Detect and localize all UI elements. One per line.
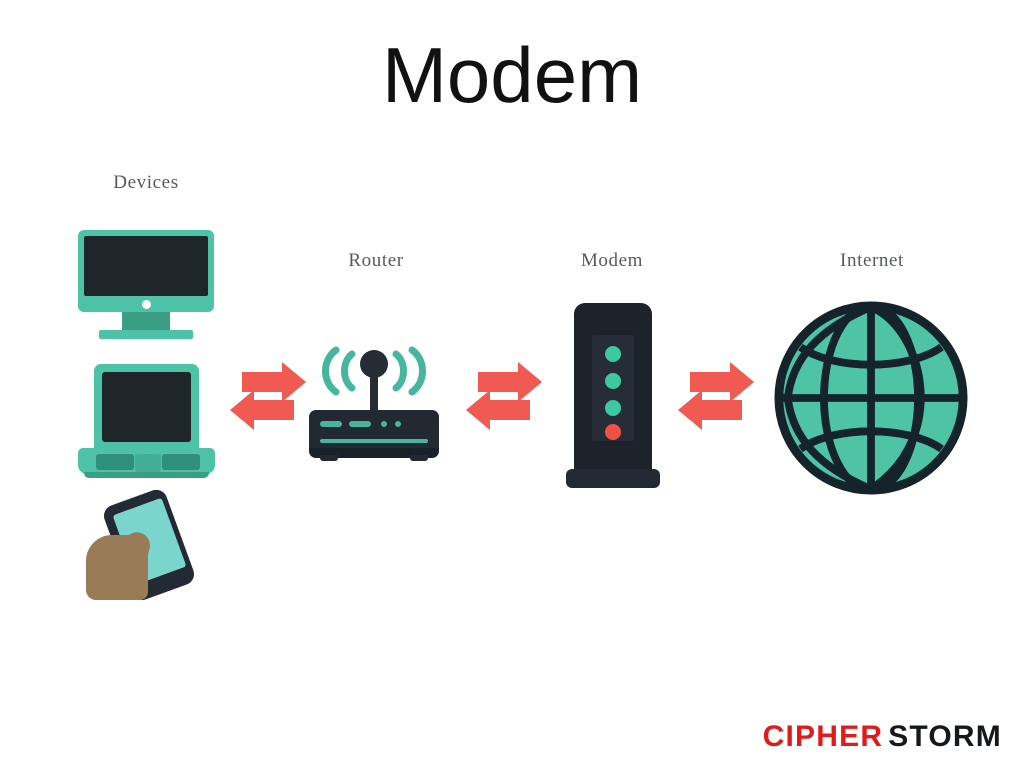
node-label-devices: Devices xyxy=(113,172,179,193)
connection-modem-internet xyxy=(668,360,764,432)
monitor-power-dot xyxy=(142,300,151,309)
modem-led-4 xyxy=(605,424,621,440)
monitor-neck xyxy=(122,312,170,332)
monitor-base xyxy=(99,330,193,339)
router-foot-right xyxy=(410,455,428,461)
laptop-foot xyxy=(84,472,209,478)
modem-led-1 xyxy=(605,346,621,362)
desktop-monitor-icon xyxy=(78,230,214,340)
node-label-modem: Modem xyxy=(580,250,644,271)
router-light-strip xyxy=(320,439,428,443)
router-led-bar-2 xyxy=(349,421,371,427)
monitor-screen xyxy=(84,236,208,296)
wifi-router-icon xyxy=(302,336,447,461)
modem-tower-icon xyxy=(566,303,660,491)
router-antenna-tip xyxy=(360,350,388,378)
node-label-router: Router xyxy=(348,250,404,271)
router-antenna xyxy=(370,360,378,438)
laptop-icon xyxy=(78,364,215,478)
router-led-bar-1 xyxy=(320,421,342,427)
connection-devices-router xyxy=(220,360,316,432)
laptop-trackpad xyxy=(135,454,161,472)
bidirectional-arrows-icon xyxy=(230,362,306,430)
globe-icon xyxy=(773,300,969,496)
bidirectional-arrows-icon xyxy=(678,362,754,430)
modem-led-2 xyxy=(605,373,621,389)
laptop-keys-left xyxy=(96,454,134,470)
bidirectional-arrows-icon xyxy=(466,362,542,430)
wifi-waves-right-icon xyxy=(392,346,426,396)
page-title: Modem xyxy=(381,31,643,119)
logo-cipher-text: CIPHER xyxy=(762,720,884,753)
laptop-keys-right xyxy=(162,454,200,470)
router-foot-left xyxy=(320,455,338,461)
router-led-dot-1 xyxy=(381,421,387,427)
node-label-internet: Internet xyxy=(840,250,904,271)
wifi-waves-left-icon xyxy=(322,346,356,396)
connection-router-modem xyxy=(456,360,552,432)
hand-holding-phone-icon xyxy=(86,486,206,604)
router-bottom xyxy=(309,448,439,458)
modem-led-3 xyxy=(605,400,621,416)
globe-graphic xyxy=(774,301,968,495)
modem-base xyxy=(566,469,660,488)
laptop-screen xyxy=(102,372,191,442)
logo-storm-text: STORM xyxy=(888,720,1002,753)
router-led-dot-2 xyxy=(395,421,401,427)
